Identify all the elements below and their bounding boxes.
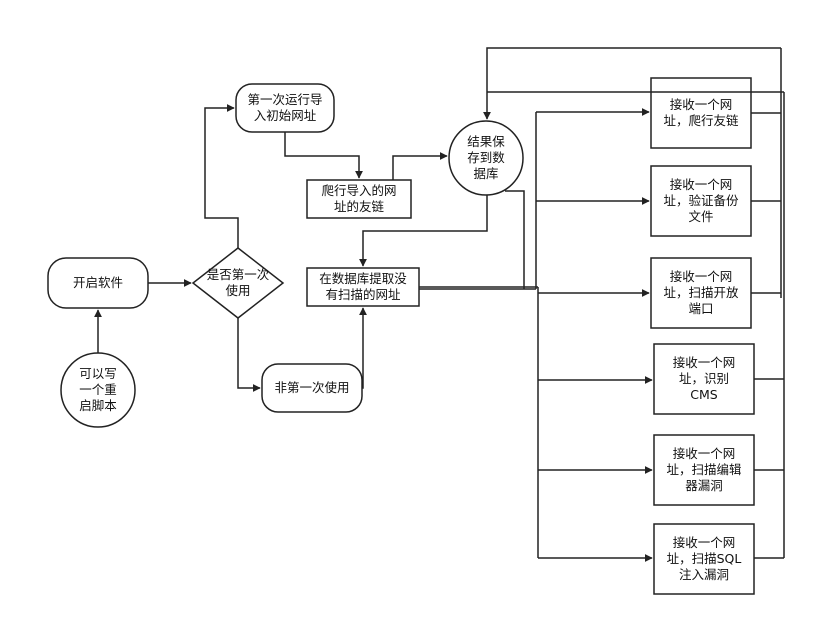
first-run-node-shape [235,83,335,133]
fetch-unscanned-node-shape [306,267,420,307]
start-node-shape [47,257,149,309]
decision-node-shape [191,247,285,319]
restart-script-node-shape [60,352,136,428]
worker-editor-shape [653,434,755,506]
worker-crawl-shape [650,77,752,149]
edge-db-to-fetch [359,195,488,267]
save-db-node-shape [448,120,524,196]
worker-backup-shape [650,165,752,237]
edge-first-run-to-crawl [284,132,363,179]
crawl-imported-node-shape [306,179,412,219]
edge-crawl-to-db [392,152,448,180]
edge-decision-to-first-run [204,104,239,248]
edge-decision-to-not-first [237,318,261,392]
edge-not-first-to-fetch [359,307,367,389]
edge-db-side-stub [505,190,525,289]
return-loop-outer [483,47,781,120]
not-first-node-shape [261,363,363,413]
worker-ports-shape [650,257,752,329]
worker-sql-shape [653,523,755,595]
worker-cms-shape [653,343,755,415]
